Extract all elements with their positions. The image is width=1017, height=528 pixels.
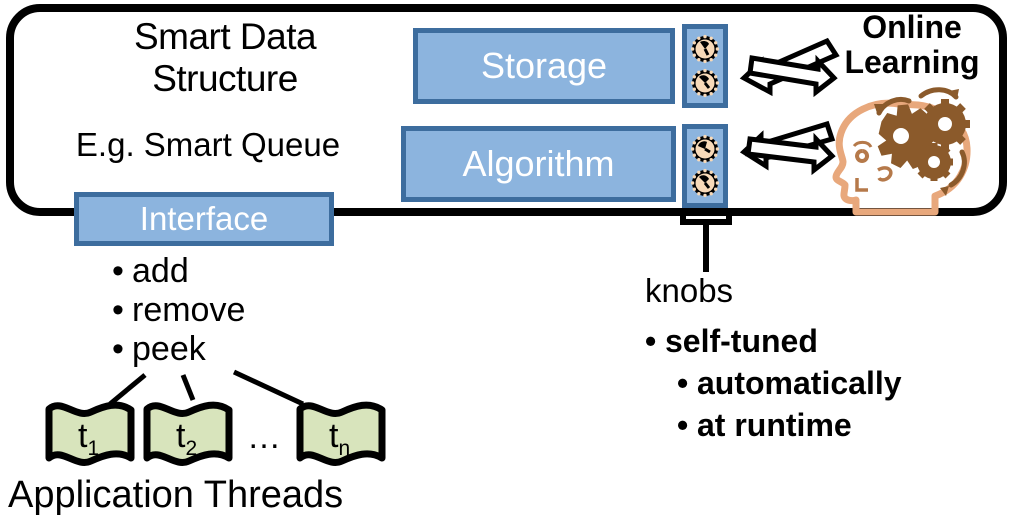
connector-to-tn — [232, 369, 305, 407]
smart-data-structure-title: Smart Data Structure — [60, 16, 390, 100]
bullet-icon: • — [645, 323, 657, 359]
bullet-icon: • — [112, 291, 124, 329]
smart-data-structure-example: E.g. Smart Queue — [75, 126, 341, 163]
algorithm-box[interactable]: Algorithm — [401, 126, 676, 202]
interface-method-list: •add •remove •peek — [112, 252, 245, 369]
interface-thread-connectors — [108, 369, 305, 407]
bullet-icon: • — [112, 252, 124, 290]
thread-subscript: 1 — [87, 436, 100, 460]
knobs-bracket — [680, 209, 732, 272]
thread-subscript: n — [338, 436, 351, 460]
thread-base: t — [329, 417, 339, 455]
knobs-label: knobs — [645, 272, 734, 309]
interface-method-label: remove — [132, 291, 246, 329]
list-item-remove: •remove — [112, 291, 245, 330]
knob-dial-icon[interactable] — [690, 134, 720, 164]
thread-label-tn: tn — [329, 417, 350, 461]
knobs-property-label: at runtime — [697, 407, 852, 443]
storage-knobs-panel[interactable] — [682, 24, 728, 108]
knobs-property-label: self-tuned — [665, 323, 818, 359]
knobs-property-label: automatically — [697, 365, 902, 401]
bullet-icon: • — [677, 365, 689, 401]
thread-base: t — [176, 417, 186, 455]
knobs-property-list: •self-tuned •automatically •at runtime — [645, 320, 902, 446]
list-item-automatically: •automatically — [645, 362, 902, 404]
online-learning-title: Online Learning — [812, 10, 1012, 80]
thread-label-t1: t1 — [78, 417, 99, 461]
thread-base: t — [78, 417, 88, 455]
knob-dial-icon[interactable] — [690, 68, 720, 98]
list-item-add: •add — [112, 252, 245, 291]
online-learning-line-2: Learning — [844, 44, 980, 80]
application-threads-caption: Application Threads — [8, 474, 344, 516]
connector-to-t1 — [108, 373, 147, 406]
thread-subscript: 2 — [185, 436, 198, 460]
title-line-2: Structure — [152, 58, 298, 99]
smart-data-structure-container — [6, 4, 1007, 216]
knob-dial-icon[interactable] — [690, 168, 720, 198]
title-line-1: Smart Data — [133, 16, 317, 57]
threads-ellipsis: … — [247, 418, 281, 456]
storage-box[interactable]: Storage — [413, 28, 675, 104]
list-item-self-tuned: •self-tuned — [645, 320, 902, 362]
interface-method-label: add — [132, 252, 189, 290]
online-learning-line-1: Online — [862, 9, 962, 45]
connector-to-t2 — [180, 374, 196, 401]
bullet-icon: • — [112, 330, 124, 368]
thread-label-t2: t2 — [176, 417, 197, 461]
interface-box[interactable]: Interface — [74, 192, 334, 246]
bullet-icon: • — [677, 407, 689, 443]
list-item-at-runtime: •at runtime — [645, 404, 902, 446]
interface-method-label: peek — [132, 330, 206, 368]
algorithm-knobs-panel[interactable] — [682, 124, 728, 208]
knob-dial-icon[interactable] — [690, 34, 720, 64]
list-item-peek: •peek — [112, 330, 245, 369]
